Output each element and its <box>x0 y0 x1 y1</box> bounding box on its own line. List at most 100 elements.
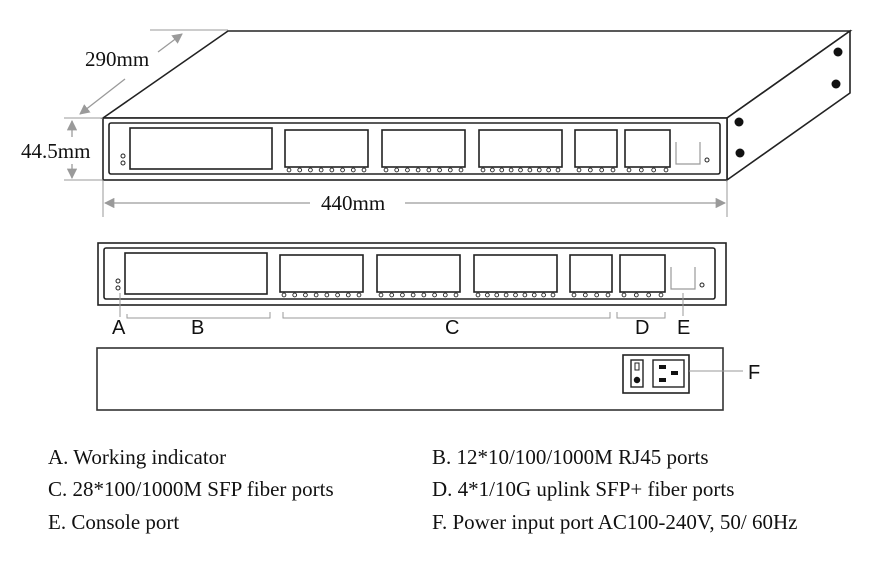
port-led <box>361 167 367 173</box>
port-led <box>633 292 639 298</box>
port-led <box>527 167 533 173</box>
port-led <box>400 292 405 298</box>
mount-hole <box>735 148 745 158</box>
callout-bracket-c <box>282 312 611 319</box>
port-led <box>453 292 459 298</box>
height-label: 44.5mm <box>21 139 90 163</box>
sfp-plus-port-block <box>569 254 613 293</box>
port-led <box>582 292 588 298</box>
port-led <box>308 167 313 173</box>
port-led <box>594 292 600 298</box>
port-led <box>610 167 616 173</box>
callout-d: D <box>635 317 649 339</box>
port-led <box>518 167 523 173</box>
port-led <box>286 167 292 173</box>
mount-hole <box>734 117 744 127</box>
working-indicator-led <box>115 285 121 291</box>
front-panel <box>108 122 721 175</box>
port-led <box>646 292 652 298</box>
sfp-plus-port-block <box>624 129 671 168</box>
port-led <box>421 292 427 298</box>
port-led <box>475 292 481 298</box>
port-led <box>513 292 518 298</box>
chassis-top-face <box>100 30 853 119</box>
sfp-port-block <box>376 254 461 293</box>
port-led <box>599 167 605 173</box>
port-led <box>638 167 644 173</box>
depth-dimension-line <box>157 33 183 53</box>
sfp-port-block <box>279 254 364 293</box>
port-led <box>550 292 556 298</box>
callout-b: B <box>191 317 204 339</box>
sfp-port-block <box>284 129 369 168</box>
callout-bracket-b <box>126 312 271 319</box>
callout-e: E <box>677 317 690 339</box>
port-led <box>383 167 389 173</box>
port-led <box>329 167 335 173</box>
port-led <box>324 292 330 298</box>
port-led <box>651 167 657 173</box>
rj45-port-block <box>124 252 268 295</box>
port-led <box>522 292 528 298</box>
port-led <box>410 292 416 298</box>
port-led <box>415 167 421 173</box>
sfp-plus-port-block <box>619 254 666 293</box>
port-led <box>508 167 514 173</box>
socket-pin <box>659 378 666 382</box>
isometric-view: 290mm 44.5mm 440mm <box>21 29 853 217</box>
port-led <box>541 292 546 298</box>
port-led <box>587 167 593 173</box>
port-led <box>555 167 561 173</box>
port-led <box>340 167 345 173</box>
port-led <box>432 292 437 298</box>
port-led <box>571 292 577 298</box>
console-port <box>670 267 696 290</box>
depth-label: 290mm <box>85 47 149 71</box>
port-led <box>313 292 319 298</box>
port-led <box>531 292 537 298</box>
port-led <box>546 167 551 173</box>
rear-view: F <box>96 347 760 411</box>
port-led <box>605 292 611 298</box>
power-switch-dot <box>633 376 641 384</box>
port-led <box>389 292 395 298</box>
port-led <box>490 167 495 173</box>
port-led <box>437 167 442 173</box>
rj45-port-block <box>129 127 273 170</box>
port-led <box>576 167 582 173</box>
front-view: A B C D E <box>97 242 727 339</box>
console-led <box>704 157 710 163</box>
port-led <box>394 167 400 173</box>
port-led <box>494 292 500 298</box>
port-led <box>503 292 509 298</box>
port-led <box>626 167 632 173</box>
port-led <box>447 167 453 173</box>
width-label: 440mm <box>321 191 385 215</box>
power-switch-indicator <box>634 362 640 371</box>
port-led <box>658 292 664 298</box>
port-led <box>426 167 432 173</box>
depth-dimension-line <box>79 78 126 115</box>
port-led <box>345 292 351 298</box>
callout-bracket-d <box>616 312 666 319</box>
port-led <box>480 167 486 173</box>
sfp-port-block <box>473 254 558 293</box>
port-led <box>378 292 384 298</box>
port-led <box>621 292 627 298</box>
sfp-port-block <box>381 129 466 168</box>
rear-view-chassis <box>96 347 724 411</box>
working-indicator-led <box>120 160 126 166</box>
power-module <box>622 354 690 394</box>
port-led <box>356 292 362 298</box>
port-led <box>499 167 505 173</box>
power-socket <box>652 359 685 388</box>
port-led <box>281 292 287 298</box>
front-panel <box>103 247 716 300</box>
socket-pin <box>671 371 678 375</box>
callout-c: C <box>445 317 459 339</box>
working-indicator-led <box>120 153 126 159</box>
port-led <box>536 167 542 173</box>
port-led <box>350 167 356 173</box>
port-led <box>442 292 448 298</box>
